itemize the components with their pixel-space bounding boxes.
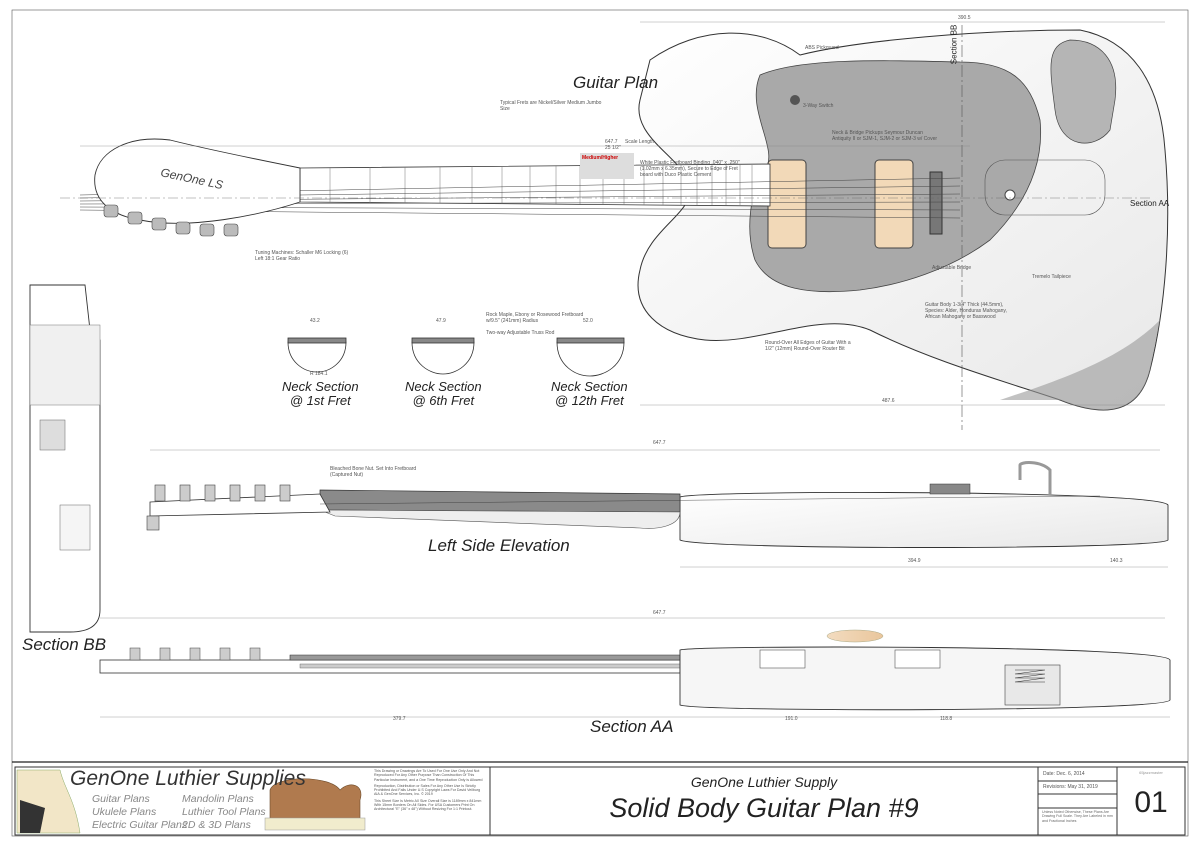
note-nut: Bleached Bone Nut. Set Into Fretboard (C… — [330, 466, 417, 478]
legal-notice: This Drawing or Drawings Are To Used For… — [374, 769, 486, 812]
section-aa-drawing — [99, 629, 1171, 711]
scale-length-in: 25 1/2" — [605, 145, 621, 151]
product-item: Luthier Tool Plans — [182, 806, 266, 818]
tremolo-arm — [1018, 461, 1052, 495]
neck-width-1st: 43.2 — [310, 318, 320, 324]
bridge — [929, 171, 943, 235]
product-item: 2D & 3D Plans — [182, 819, 251, 831]
note-frets: Typical Frets are Nickel/Silver Medium J… — [500, 100, 602, 112]
neck-section-12th — [556, 341, 625, 377]
plan-body — [637, 29, 1169, 411]
note-roundover: Round-Over All Edges of Guitar With a 1/… — [765, 340, 851, 352]
control-plate — [1050, 39, 1117, 144]
tuner-keys — [103, 204, 239, 237]
elevation-tuners — [146, 484, 291, 531]
bridge-pickup — [874, 159, 914, 249]
products-col2: Mandolin Plans Luthier Tool Plans 2D & 3… — [182, 793, 266, 832]
plan-title: Solid Body Guitar Plan #9 — [609, 793, 919, 823]
sheet-number: 01 — [1134, 786, 1168, 819]
legal-text-2: Reproduction, Distribution or Sales For … — [374, 783, 481, 797]
aa-len-2: 191.0 — [785, 716, 798, 722]
note-truss-rod: Two-way Adjustable Truss Rod — [486, 330, 555, 336]
tremolo-arm-base — [1004, 189, 1016, 201]
plan-neck: GenOne LS — [60, 138, 1150, 237]
note-pickguard: ABS Pickguard — [805, 45, 839, 51]
date-field: Date: Dec. 6, 2014 — [1043, 771, 1085, 777]
note-pickups: Neck & Bridge Pickups Seymour Duncan Ant… — [832, 130, 938, 142]
product-item: Electric Guitar Plans — [92, 819, 188, 831]
product-item: Ukulele Plans — [92, 806, 157, 818]
headstock — [94, 138, 301, 224]
product-item: Mandolin Plans — [182, 793, 254, 805]
neck-section-6th-label: Neck Section @ 6th Fret — [405, 379, 482, 409]
elevation-len-2: 140.3 — [1110, 558, 1123, 564]
neck-pickup — [767, 159, 807, 249]
note-fretboard: Rock Maple, Ebony or Rosewood Fretboard … — [486, 312, 584, 324]
model-name: 65jazzmaster — [1139, 770, 1163, 775]
dimension-lines — [80, 21, 1170, 718]
aa-scale-length: 647.7 — [653, 610, 666, 616]
scale-length-dim: 647.7 — [605, 139, 618, 145]
left-side-elevation-drawing — [146, 461, 1169, 548]
note-tremolo: Tremelo Tailpiece — [1032, 274, 1071, 280]
note-bridge: Adjustable Bridge — [932, 265, 972, 271]
elevation-scale-length: 647.7 — [653, 440, 666, 446]
left-side-elevation-label: Left Side Elevation — [428, 536, 570, 555]
aa-len-3: 118.8 — [940, 716, 953, 722]
guitar-plan-label: Guitar Plan — [573, 73, 659, 92]
mold-photo-thumbnail — [269, 778, 362, 826]
note-tuning: Tuning Machines: Schaller M6 Locking (6)… — [255, 250, 349, 262]
section-bb-marker: Section BB — [949, 24, 959, 65]
neck-section-12th-label: Neck Section @ 12th Fret — [551, 379, 628, 409]
scale-note: Unless Noted Otherwise, These Plans Are … — [1042, 810, 1113, 823]
body-shading — [1000, 320, 1160, 410]
radius-dim: R 184.1 — [310, 371, 328, 377]
neck-width-12th: 52.0 — [583, 318, 593, 324]
neck-section-6th — [411, 341, 475, 375]
guitar-neck-photo — [20, 800, 45, 833]
fret-size-legend: Medium/Higher — [580, 153, 634, 179]
tailpiece-outline — [984, 159, 1106, 216]
section-aa-label: Section AA — [590, 717, 674, 736]
neck-width-6th: 47.9 — [436, 318, 446, 324]
revisions-field: Revisions: May 31, 2019 — [1043, 784, 1098, 790]
products-col1: Guitar Plans Ukulele Plans Electric Guit… — [92, 793, 187, 832]
pickup-cover — [826, 629, 884, 643]
tremolo-spring — [1014, 669, 1046, 683]
note-binding: White Plastic Fretboard Binding .040" x … — [640, 160, 740, 178]
neck-section-1st-label: Neck Section @ 1st Fret — [282, 379, 359, 409]
neck-section-drawings — [287, 337, 625, 377]
title-block-frame — [14, 766, 1186, 836]
switch-knob — [790, 95, 800, 105]
legal-text-1: This Drawing or Drawings Are To Used For… — [374, 769, 483, 782]
note-switch: 3-Way Switch — [803, 103, 834, 109]
note-body: Guitar Body 1-3/4" Thick (44.5mm), Speci… — [925, 302, 1007, 320]
section-bb-label: Section BB — [22, 635, 107, 654]
body-width-dim: 390.5 — [958, 15, 971, 21]
aa-len-1: 379.7 — [393, 716, 406, 722]
section-bb-drawing — [29, 284, 101, 633]
supplier-name: GenOne Luthier Supply — [690, 774, 838, 790]
body-length-dim: 487.6 — [882, 398, 895, 404]
scale-length-label: Scale Length — [625, 139, 655, 145]
company-name: GenOne Luthier Supplies — [70, 767, 306, 790]
legal-text-3: This Sheet Size Is Metric A0 Size Overal… — [374, 798, 482, 812]
elevation-len-1: 394.9 — [908, 558, 921, 564]
neck-section-1st — [287, 341, 347, 373]
product-item: Guitar Plans — [92, 793, 150, 805]
sheet-border — [11, 9, 1189, 837]
section-aa-marker: Section AA — [1130, 199, 1170, 208]
